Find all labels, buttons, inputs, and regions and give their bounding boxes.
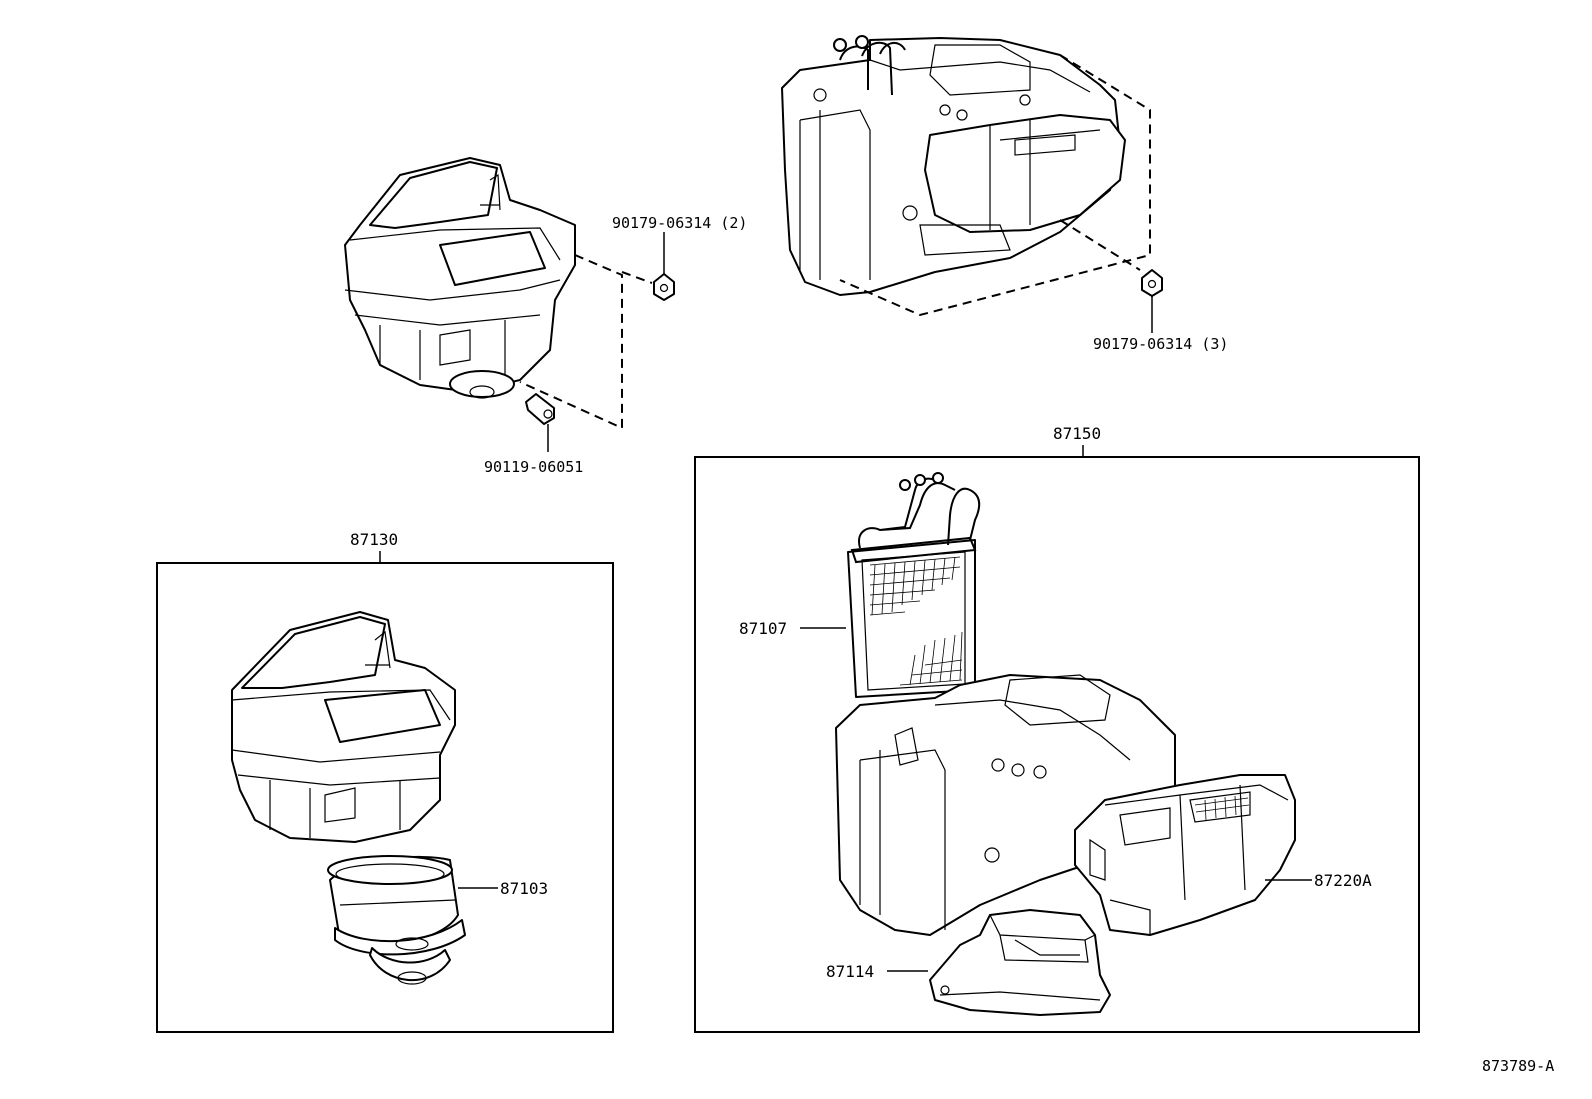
nut-icon [653, 232, 675, 301]
evaporator-case [1074, 774, 1296, 936]
part-label-heater-core: 87107 [739, 619, 787, 638]
heater-radiator-unit-assembled [781, 35, 1126, 296]
blower-unit-assembled [344, 157, 576, 399]
heater-core [847, 472, 981, 698]
part-label-blower-assy: 87130 [350, 530, 398, 549]
part-label-nut-upper-right: 90179-06314 (3) [1093, 335, 1228, 353]
core-fins [869, 556, 963, 686]
assembly-outline-dashed [839, 54, 1151, 317]
fastener-guide-nut [621, 271, 653, 284]
air-duct [929, 909, 1111, 1016]
blower-case [231, 611, 456, 843]
part-label-nut-upper-left: 90179-06314 (2) [612, 214, 747, 232]
fastener-guide-left [519, 254, 623, 430]
diagram-id: 873789-A [1482, 1057, 1554, 1075]
fastener-guide-right [1059, 219, 1141, 271]
blower-assy-box [156, 562, 614, 1033]
bolt-icon [525, 393, 555, 452]
part-label-radiator-assy: 87150 [1053, 424, 1101, 443]
blower-motor-fan [327, 855, 466, 985]
part-label-blower-motor: 87103 [500, 879, 548, 898]
part-label-evaporator-case: 87220A [1314, 871, 1372, 890]
part-label-bolt: 90119-06051 [484, 458, 583, 476]
radiator-assy-box [694, 456, 1420, 1033]
nut-icon [1141, 269, 1163, 333]
part-label-duct: 87114 [826, 962, 874, 981]
